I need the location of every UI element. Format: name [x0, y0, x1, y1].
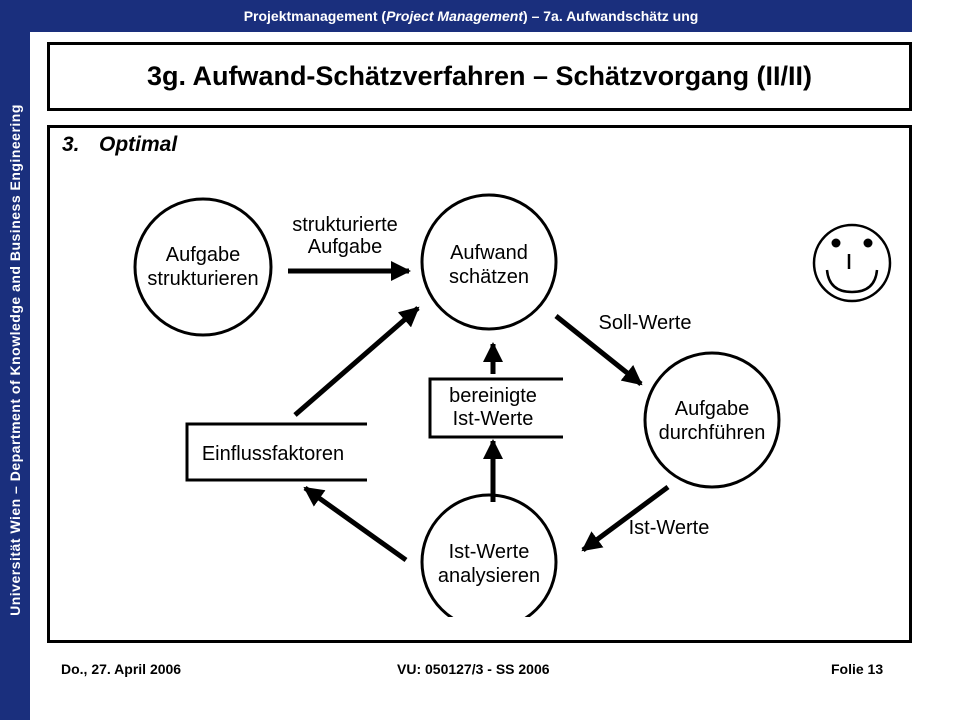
- label-ist-werte: Ist-Werte: [629, 517, 710, 539]
- footer-course: VU: 050127/3 - SS 2006: [397, 661, 550, 677]
- svg-text:Aufgabe: Aufgabe: [166, 244, 241, 266]
- side-text: Universität Wien – Department of Knowled…: [0, 0, 30, 720]
- header-post: ) – 7a. Aufwandschätz ung: [523, 8, 699, 24]
- svg-text:analysieren: analysieren: [438, 565, 540, 587]
- circle-aufwand-schaetzen: Aufwand schätzen: [420, 193, 558, 331]
- section-label: Optimal: [99, 133, 178, 156]
- arrow-schaetzen-to-durchfuehren: [554, 314, 643, 386]
- svg-text:schätzen: schätzen: [449, 266, 529, 288]
- svg-text:Aufgabe: Aufgabe: [308, 236, 383, 258]
- circle-aufgabe-strukturieren: Aufgabe strukturieren: [133, 197, 273, 337]
- title-box: 3g. Aufwand-Schätzverfahren – Schätzvorg…: [47, 42, 912, 111]
- svg-text:Einflussfaktoren: Einflussfaktoren: [202, 443, 344, 465]
- arrow-analysieren-to-einflussfaktoren: [303, 485, 408, 563]
- header-text: Projektmanagement (Project Management) –…: [30, 0, 912, 32]
- process-diagram: Aufgabe strukturieren Aufwand schätzen A…: [133, 193, 781, 617]
- label-strukturierte-aufgabe: strukturierte Aufgabe: [292, 214, 398, 258]
- svg-text:strukturierte: strukturierte: [292, 214, 398, 236]
- svg-text:Aufgabe: Aufgabe: [675, 398, 750, 420]
- svg-text:strukturieren: strukturieren: [147, 268, 258, 290]
- circle-aufgabe-durchfuehren: Aufgabe durchführen: [643, 351, 781, 489]
- header-italic: Project Management: [386, 8, 524, 24]
- header-band: Projektmanagement (Project Management) –…: [30, 0, 912, 32]
- circle-ist-werte-analysieren: Ist-Werte analysieren: [420, 493, 558, 617]
- box-bereinigte-ist-werte: bereinigte Ist-Werte: [428, 377, 563, 439]
- footer-date: Do., 27. April 2006: [61, 661, 182, 677]
- svg-text:bereinigte: bereinigte: [449, 385, 537, 407]
- header-pre: Projektmanagement (: [243, 8, 387, 24]
- svg-text:Ist-Werte: Ist-Werte: [449, 541, 530, 563]
- arrow-durchfuehren-to-analysieren: [581, 484, 670, 553]
- smiley-icon: [812, 223, 892, 303]
- section-heading: 3. Optimal: [62, 133, 177, 157]
- footer-slide: Folie 13: [831, 661, 884, 677]
- svg-text:Ist-Werte: Ist-Werte: [453, 408, 534, 430]
- arrow-einflussfaktoren-to-schaetzen: [293, 306, 420, 417]
- section-number: 3.: [62, 133, 80, 156]
- department-label: Universität Wien – Department of Knowled…: [7, 104, 23, 616]
- side-band: [0, 0, 30, 720]
- svg-text:Aufwand: Aufwand: [450, 242, 528, 264]
- svg-text:durchführen: durchführen: [659, 422, 766, 444]
- box-einflussfaktoren: Einflussfaktoren: [185, 422, 367, 482]
- label-soll-werte: Soll-Werte: [599, 312, 692, 334]
- page-title: 3g. Aufwand-Schätzverfahren – Schätzvorg…: [146, 61, 813, 91]
